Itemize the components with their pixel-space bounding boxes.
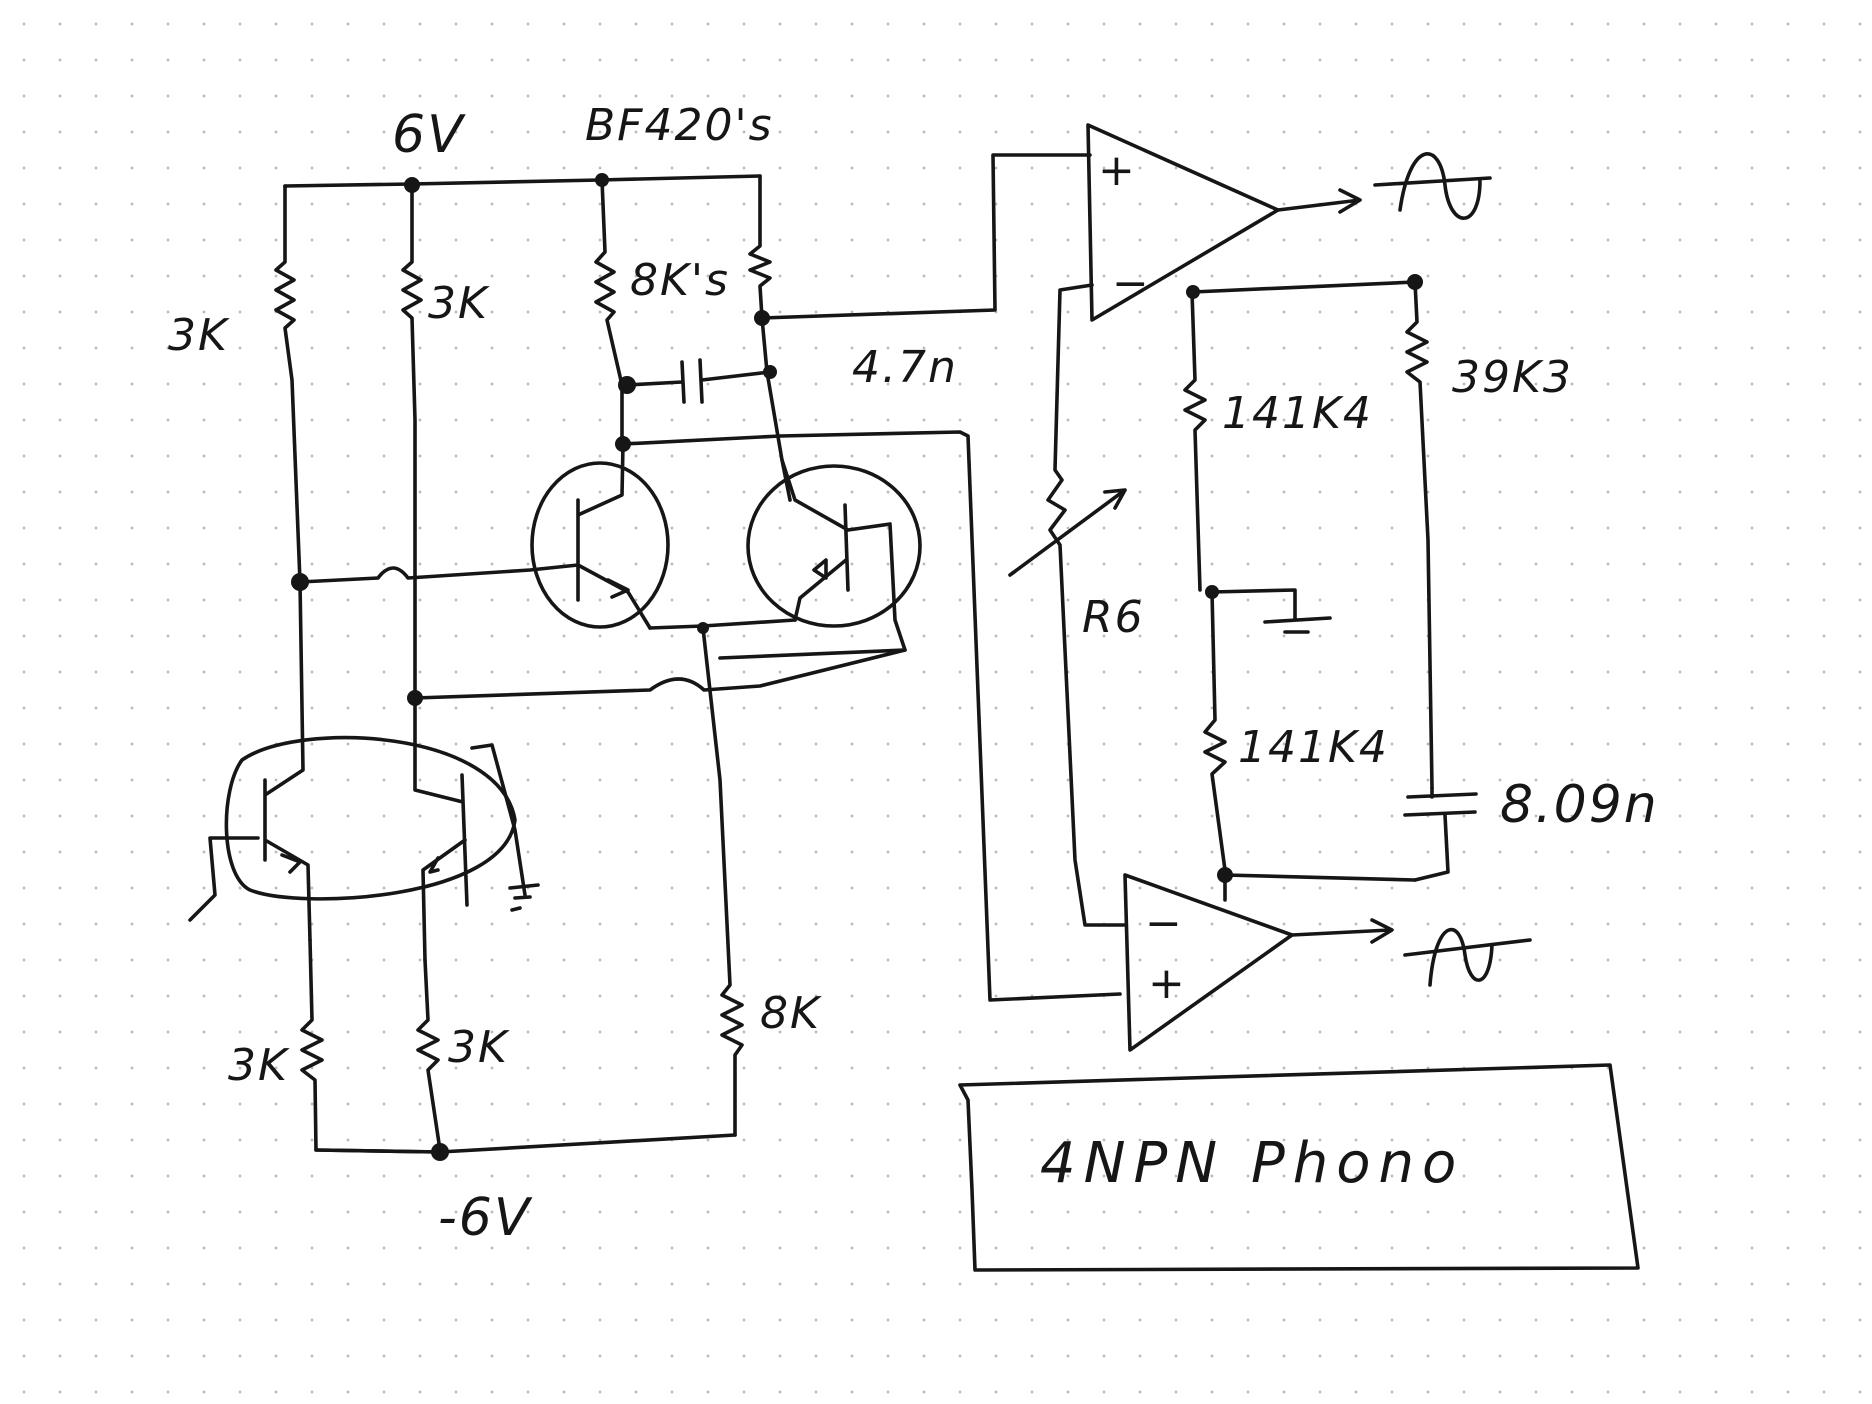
label-r-bias-bottom: 8K [760,988,822,1039]
label-r-top-left: 3K [168,310,230,361]
label-r-collectors: 8K's [630,255,730,306]
opamp-lower-minus: − [1145,898,1184,949]
opamp-upper-out [1276,188,1362,214]
wire-ground-tap [1210,588,1332,634]
label-cap-shunt: 8.09n [1500,775,1659,835]
opamp-upper-plus: + [1098,145,1137,196]
wire-emitter-tail [648,618,797,630]
wire-minus-upper [1046,283,1127,927]
label-cap-coupling: 4.7n [852,342,958,393]
capacitor-8n09 [1403,786,1478,882]
resistor-8k-right [748,174,792,502]
opamp-lower-out [1290,918,1394,944]
resistor-39k3 [1405,280,1434,790]
transistor-pair-leads [188,580,527,962]
transistor-q1-leads [576,442,652,630]
label-r-top-mid: 3K [428,278,490,329]
capacitor-4n7 [625,358,772,404]
wire-to-opamp-top [760,153,1092,320]
label-pot: R6 [1082,592,1145,643]
opamp-lower [1123,873,1294,1052]
pot-r6-arrow [1008,488,1127,577]
label-r-bottom-mid: 3K [448,1022,510,1073]
diagram-title: 4NPN Phono [1040,1131,1464,1196]
label-r-feedback-lower: 141K4 [1238,722,1389,773]
title-box [958,1063,1640,1272]
resistor-3k-mid [401,183,423,700]
label-r-feedback-upper: 141K4 [1222,388,1373,439]
ground-symbol [508,883,540,912]
sine-symbol-upper [1373,152,1492,220]
resistor-3k-left [274,184,302,584]
resistor-8k-tail [701,626,744,1137]
wire-base-q1 [298,563,580,584]
resistor-8k-left [594,178,624,442]
resistor-3k-bottom-left [300,938,442,1154]
rail-negative [314,1133,737,1154]
transistor-q2-leads [718,458,907,660]
label-r-shunt: 39K3 [1452,352,1573,403]
label-supply-neg: -6V [438,1188,533,1248]
sine-symbol-lower [1403,927,1532,987]
rail-positive [283,174,762,188]
transistor-q1 [530,461,670,629]
junction-dot [431,1143,449,1161]
wire-feedback-top [1191,280,1417,294]
resistor-141k4-upper [1183,290,1207,592]
wire-cross-right [621,430,1122,1002]
resistor-3k-bottom-mid [416,958,442,1152]
resistor-141k4-lower [1203,590,1227,872]
label-r-bottom-left: 3K [228,1040,290,1091]
wire-mid-cross [413,648,907,700]
opamp-upper [1086,123,1280,322]
transistor-q2 [746,464,922,628]
label-supply-pos: 6V [392,105,466,165]
label-transistors: BF420's [585,100,774,151]
opamp-lower-plus: + [1148,958,1187,1009]
wire-feedback-bottom [1223,873,1417,902]
opamp-upper-minus: − [1112,258,1151,309]
transistor-pair-bottom [224,735,517,901]
